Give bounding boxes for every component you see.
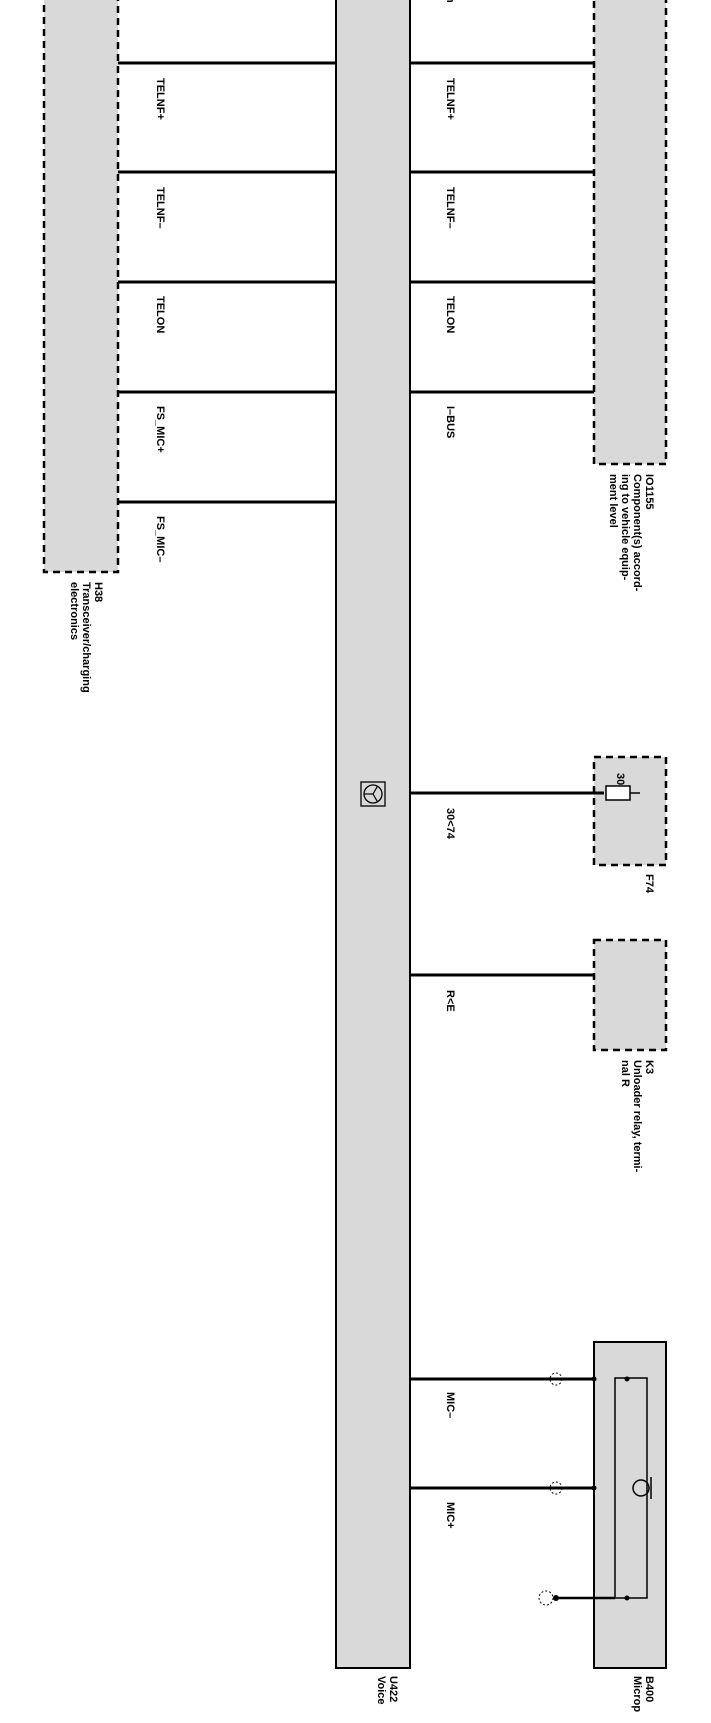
signal-label-telnf-plus-right: TELNF+ xyxy=(444,78,456,120)
u422-label: U422 Voice xyxy=(375,1676,399,1705)
u422-id: U422 xyxy=(387,1676,399,1702)
k3-box xyxy=(592,938,668,1052)
pin-dot xyxy=(624,1376,630,1382)
h38-id: H38 xyxy=(92,582,104,602)
f74-pin-number: 30 xyxy=(614,773,626,785)
b400-label: B400 Microp xyxy=(631,1676,655,1712)
io1155-label: IO1155 Component(s) accord- ing to vehic… xyxy=(607,474,655,592)
pin-dot xyxy=(624,1595,630,1601)
microphone-element xyxy=(614,1377,648,1599)
k3-desc-line-1: Unloader relay, termi- xyxy=(631,1060,643,1173)
signal-label-telnf-minus: TELNF– xyxy=(154,187,166,229)
signal-label-fsmic-minus: FS_MIC– xyxy=(154,516,166,562)
signal-label-telnf-minus-right: TELNF– xyxy=(444,187,456,229)
pin-dot xyxy=(553,1595,559,1601)
h38-desc-line-2: electronics xyxy=(68,582,80,640)
microphone-icon xyxy=(632,1479,650,1497)
b400-box xyxy=(593,1341,667,1669)
u422-desc-line-1: Voice xyxy=(375,1676,387,1705)
pin-dot xyxy=(591,1485,597,1491)
signal-label-30-74: 30<74 xyxy=(444,808,456,840)
signal-label-ibus: I–BUS xyxy=(444,406,456,438)
h38-label: H38 Transceiver/charging electronics xyxy=(68,582,104,693)
signal-label-r-e: R<E xyxy=(444,990,456,1012)
k3-label: K3 Unloader relay, termi- nal R xyxy=(619,1060,655,1173)
fuse-icon xyxy=(605,785,631,801)
io1155-desc-line-3: ment level xyxy=(607,474,619,528)
b400-id: B400 xyxy=(643,1676,655,1702)
h38-box xyxy=(42,0,120,574)
pin-dot xyxy=(591,1376,597,1382)
f74-label: F74 xyxy=(643,874,655,894)
mercedes-star-icon xyxy=(363,784,383,804)
io1155-box xyxy=(592,0,668,466)
signal-label-top-cut: n xyxy=(444,0,456,3)
signal-label-telon: TELON xyxy=(154,296,166,333)
signal-label-telon-right: TELON xyxy=(444,296,456,333)
b400-desc-line-1: Microp xyxy=(631,1676,643,1712)
f74-box xyxy=(592,755,668,867)
f74-id: F74 xyxy=(643,874,655,894)
signal-label-mic-minus: MIC– xyxy=(444,1392,456,1418)
k3-desc-line-2: nal R xyxy=(619,1060,631,1087)
u422-bar xyxy=(335,0,411,1669)
k3-id: K3 xyxy=(643,1060,655,1074)
optional-connector-icon xyxy=(538,1590,554,1606)
signal-label-mic-plus: MIC+ xyxy=(444,1502,456,1529)
signal-label-fsmic-plus: FS_MIC+ xyxy=(154,406,166,453)
optional-connector-icon xyxy=(549,1372,563,1386)
io1155-desc-line-2: ing to vehicle equip- xyxy=(619,474,631,581)
h38-desc-line-1: Transceiver/charging xyxy=(80,582,92,693)
signal-label-telnf-plus: TELNF+ xyxy=(154,78,166,120)
optional-connector-icon xyxy=(549,1481,563,1495)
io1155-desc-line-1: Component(s) accord- xyxy=(631,474,643,592)
mercedes-star-frame xyxy=(360,781,386,807)
io1155-id: IO1155 xyxy=(643,474,655,509)
